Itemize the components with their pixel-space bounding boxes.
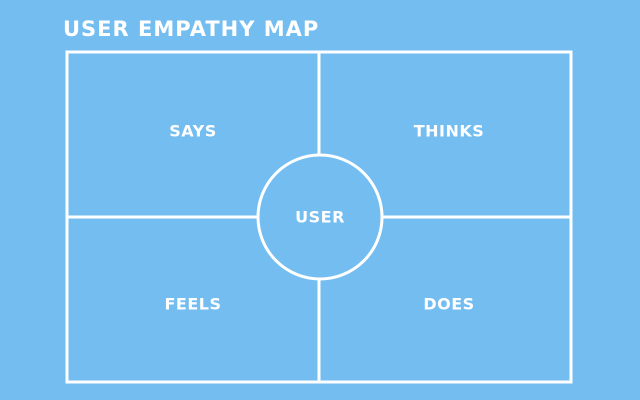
- quadrant-does-label: DOES: [423, 294, 475, 314]
- diagram-title: USER EMPATHY MAP: [63, 17, 320, 41]
- quadrant-feels-label: FEELS: [164, 294, 222, 314]
- user-circle: [256, 153, 384, 281]
- quadrant-says-label: SAYS: [169, 121, 217, 141]
- quadrant-thinks-label: THINKS: [413, 121, 485, 141]
- center-user-label: USER: [295, 207, 345, 227]
